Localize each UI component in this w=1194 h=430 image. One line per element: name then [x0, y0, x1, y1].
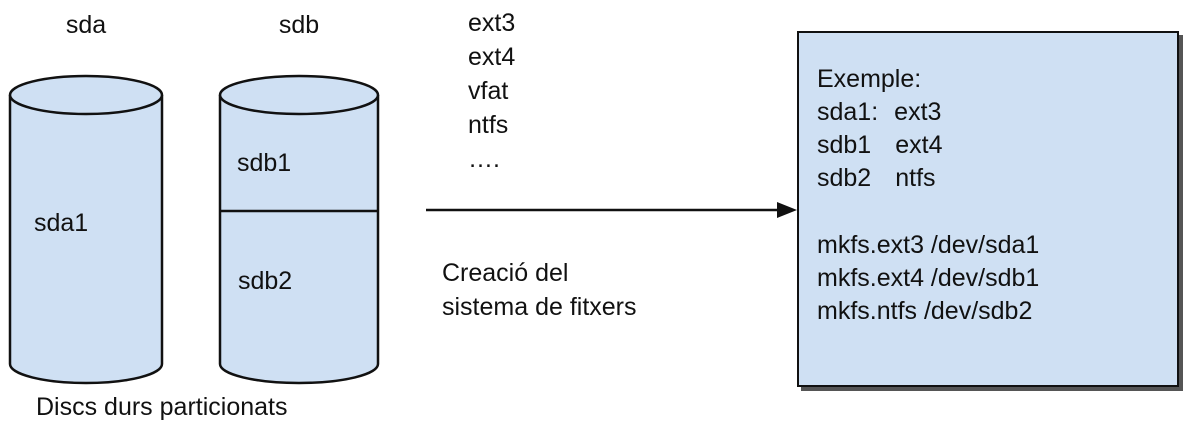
arrow-caption: Creació del sistema de fitxers	[442, 256, 637, 324]
disk-sdb-body	[218, 95, 380, 385]
disk-sdb-cylinder	[218, 74, 380, 385]
example-content: Exemple: sda1: ext3 sdb1 ext4 sdb2 ntfs mkf…	[817, 63, 1039, 328]
example-command: mkfs.ntfs /dev/sdb2	[817, 297, 1033, 325]
disk-sda-top	[8, 74, 164, 116]
example-mapping-row: sdb2 ntfs	[817, 162, 1039, 195]
example-box: Exemple: sda1: ext3 sdb1 ext4 sdb2 ntfs mkf…	[797, 31, 1179, 387]
example-mapping-partition: sdb1	[817, 131, 872, 159]
disks-caption: Discs durs particionats	[36, 393, 288, 421]
example-mapping-fs: ext3	[894, 98, 942, 126]
partition-sda1-label: sda1	[34, 209, 89, 237]
disk-sdb-top	[218, 74, 380, 116]
arrow-caption-line: Creació del	[442, 259, 569, 287]
example-mapping-fs: ext4	[895, 131, 943, 159]
example-mapping-row: sdb1 ext4	[817, 129, 1039, 162]
disk-sda-label: sda	[65, 11, 107, 39]
example-spacer	[817, 195, 1039, 229]
arrow-caption-line: sistema de fitxers	[442, 293, 637, 321]
filesystem-item: ….	[468, 145, 500, 173]
partition-sdb2-label: sdb2	[238, 267, 293, 295]
example-title: Exemple:	[817, 65, 922, 93]
partition-sdb1-label: sdb1	[237, 149, 292, 177]
creation-arrow	[426, 202, 797, 218]
disk-sdb-label: sdb	[278, 11, 320, 39]
arrow-head	[777, 202, 797, 218]
example-command: mkfs.ext3 /dev/sda1	[817, 231, 1040, 259]
disk-sda-cylinder	[8, 74, 164, 385]
example-mapping-row: sda1: ext3	[817, 96, 1039, 129]
filesystem-item: ext3	[468, 9, 516, 37]
filesystem-list: ext3 ext4 vfat ntfs ….	[468, 6, 515, 176]
example-command: mkfs.ext4 /dev/sdb1	[817, 264, 1040, 292]
filesystem-item: vfat	[468, 77, 509, 105]
example-mapping-partition: sda1:	[817, 98, 879, 126]
example-mapping-partition: sdb2	[817, 164, 872, 192]
filesystem-item: ext4	[468, 43, 516, 71]
example-mapping-fs: ntfs	[895, 164, 936, 192]
disk-sda-body	[8, 95, 164, 385]
filesystem-item: ntfs	[468, 111, 509, 139]
